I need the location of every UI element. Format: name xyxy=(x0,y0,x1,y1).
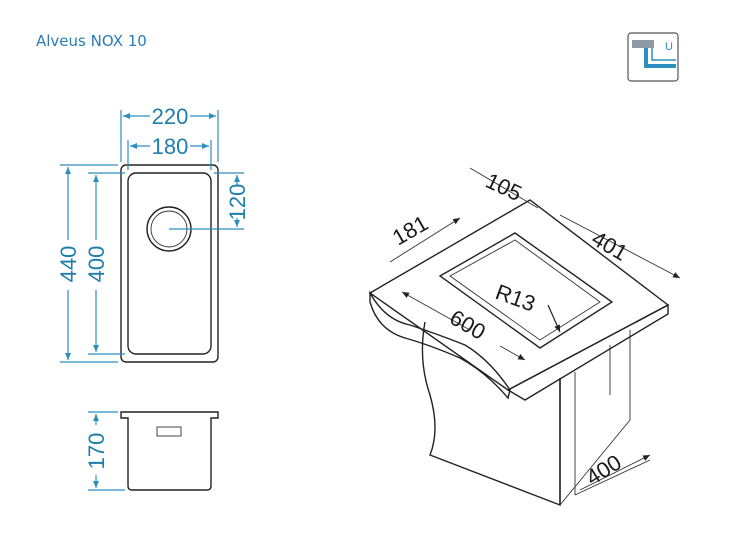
dim-side: 181 xyxy=(388,210,432,250)
dim-back-depth: 105 xyxy=(482,168,526,206)
dim-height-outer: 440 xyxy=(56,246,81,283)
side-view: 170 xyxy=(84,411,219,491)
isometric-view: R13 105 181 401 600 400 xyxy=(368,167,681,507)
dim-width-inner: 180 xyxy=(152,134,189,159)
undermount-sink-icon: U xyxy=(627,32,679,82)
undermount-icon-label: U xyxy=(665,41,673,53)
dim-front: 600 xyxy=(446,305,490,345)
dim-cabinet: 400 xyxy=(581,450,625,491)
dim-height-inner: 400 xyxy=(84,246,109,283)
dim-depth: 170 xyxy=(84,433,109,470)
dim-width-outer: 220 xyxy=(152,104,189,129)
dim-drain-offset: 120 xyxy=(225,184,250,221)
product-title: Alveus NOX 10 xyxy=(36,32,147,50)
top-view: 220 180 440 400 120 xyxy=(56,104,250,363)
dim-length: 401 xyxy=(588,226,632,266)
